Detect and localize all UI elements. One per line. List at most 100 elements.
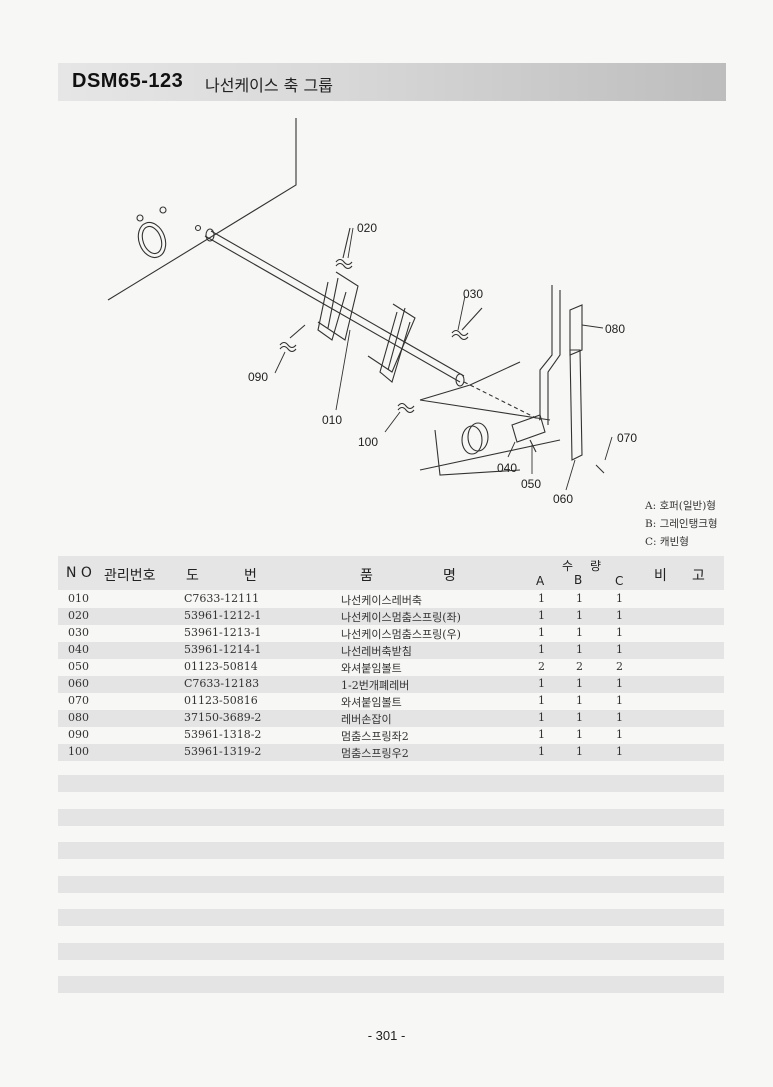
cell-qty-b: 1 [576, 643, 583, 656]
callout-060: 060 [553, 492, 573, 506]
legend-b: B: 그레인탱크형 [645, 518, 718, 530]
table-row: 090 53961-1318-2 멈춤스프링좌2 1 1 1 [58, 727, 724, 744]
cell-part-name: 와셔붙임볼트 [341, 662, 402, 675]
cell-qty-a: 1 [538, 711, 545, 724]
cell-qty-c: 1 [616, 711, 623, 724]
table-row: 020 53961-1212-1 나선케이스멈춤스프링(좌) 1 1 1 [58, 608, 724, 625]
callout-080: 080 [605, 322, 625, 336]
cell-qty-b: 1 [576, 694, 583, 707]
cell-no: 070 [68, 694, 89, 707]
table-row: 040 53961-1214-1 나선레버축받침 1 1 1 [58, 642, 724, 659]
cell-qty-b: 1 [576, 711, 583, 724]
callout-050: 050 [521, 477, 541, 491]
cell-qty-c: 1 [616, 609, 623, 622]
group-code: DSM65-123 [72, 70, 184, 92]
header-drawing-2: 번 [244, 568, 257, 584]
cell-part-number: C7633-12111 [184, 592, 260, 605]
cell-part-number: 37150-3689-2 [184, 711, 262, 724]
empty-row-band [58, 809, 724, 826]
cell-part-name: 나선케이스레버축 [341, 594, 422, 607]
cell-no: 060 [68, 677, 89, 690]
cell-qty-b: 2 [576, 660, 583, 673]
header-bar [58, 63, 726, 101]
cell-no: 080 [68, 711, 89, 724]
cell-qty-a: 1 [538, 745, 545, 758]
header-name-2: 명 [443, 568, 456, 584]
cell-no: 040 [68, 643, 89, 656]
page-number: - 301 - [367, 1028, 406, 1043]
callout-070: 070 [617, 431, 637, 445]
cell-no: 010 [68, 592, 89, 605]
cell-qty-a: 1 [538, 694, 545, 707]
cell-part-number: 01123-50814 [184, 660, 258, 673]
callout-090: 090 [248, 370, 268, 384]
cell-qty-a: 1 [538, 728, 545, 741]
cell-qty-c: 1 [616, 745, 623, 758]
empty-row-band [58, 976, 724, 993]
cell-no: 050 [68, 660, 89, 673]
header-qty-c: C [615, 574, 624, 588]
cell-no: 030 [68, 626, 89, 639]
header-qty-2: 량 [590, 559, 602, 573]
header-qty-b: B [574, 573, 583, 587]
header-mgmt-no: 관리번호 [104, 568, 156, 584]
table-row: 030 53961-1213-1 나선케이스멈춤스프링(우) 1 1 1 [58, 625, 724, 642]
cell-part-number: 53961-1214-1 [184, 643, 262, 656]
cell-qty-b: 1 [576, 592, 583, 605]
cell-qty-a: 1 [538, 609, 545, 622]
cell-qty-c: 1 [616, 694, 623, 707]
cell-qty-b: 1 [576, 609, 583, 622]
header-qty-a: A [536, 574, 545, 588]
table-row: 050 01123-50814 와셔붙임볼트 2 2 2 [58, 659, 724, 676]
callout-100: 100 [358, 435, 378, 449]
callout-020: 020 [357, 221, 377, 235]
empty-row-band [58, 909, 724, 926]
header-drawing-1: 도 [186, 568, 199, 584]
cell-qty-b: 1 [576, 677, 583, 690]
cell-qty-a: 1 [538, 677, 545, 690]
cell-qty-c: 1 [616, 728, 623, 741]
cell-part-number: C7633-12183 [184, 677, 260, 690]
empty-row-band [58, 842, 724, 859]
cell-part-number: 53961-1212-1 [184, 609, 262, 622]
cell-no: 020 [68, 609, 89, 622]
empty-row-band [58, 876, 724, 893]
cell-qty-a: 1 [538, 643, 545, 656]
cell-part-number: 01123-50816 [184, 694, 258, 707]
callout-030: 030 [463, 287, 483, 301]
cell-part-name: 와셔붙임볼트 [341, 696, 402, 709]
cell-part-name: 나선케이스멈춤스프링(좌) [341, 611, 461, 624]
cell-part-number: 53961-1319-2 [184, 745, 262, 758]
empty-row-band [58, 775, 724, 792]
cell-no: 100 [68, 745, 89, 758]
cell-qty-c: 1 [616, 677, 623, 690]
header-remarks-1: 비 [654, 568, 667, 584]
cell-qty-c: 1 [616, 643, 623, 656]
table-row: 080 37150-3689-2 레버손잡이 1 1 1 [58, 710, 724, 727]
cell-qty-a: 1 [538, 592, 545, 605]
cell-part-number: 53961-1318-2 [184, 728, 262, 741]
empty-row-band [58, 943, 724, 960]
cell-qty-b: 1 [576, 745, 583, 758]
parts-table-header: N O 관리번호 도 번 품 명 수 량 A B C 비 고 [58, 556, 724, 590]
cell-part-name: 나선레버축받침 [341, 645, 412, 658]
cell-qty-a: 1 [538, 626, 545, 639]
cell-no: 090 [68, 728, 89, 741]
parts-diagram: 020 030 080 090 010 100 070 040 050 060 [107, 118, 637, 506]
callout-010: 010 [322, 413, 342, 427]
cell-qty-b: 1 [576, 728, 583, 741]
variant-legend: A: 호퍼(일반)형 B: 그레인탱크형 C: 캐빈형 [645, 497, 718, 551]
cell-qty-b: 1 [576, 626, 583, 639]
cell-part-name: 나선케이스멈춤스프링(우) [341, 628, 461, 641]
table-row: 070 01123-50816 와셔붙임볼트 1 1 1 [58, 693, 724, 710]
callout-040: 040 [497, 461, 517, 475]
cell-qty-c: 1 [616, 626, 623, 639]
cell-qty-c: 1 [616, 592, 623, 605]
cell-part-name: 레버손잡이 [341, 713, 392, 726]
cell-qty-a: 2 [538, 660, 545, 673]
cell-part-number: 53961-1213-1 [184, 626, 262, 639]
table-row: 100 53961-1319-2 멈춤스프링우2 1 1 1 [58, 744, 724, 761]
header-remarks-2: 고 [692, 568, 705, 584]
header-no: N O [66, 565, 92, 581]
header-name-1: 품 [360, 568, 373, 584]
